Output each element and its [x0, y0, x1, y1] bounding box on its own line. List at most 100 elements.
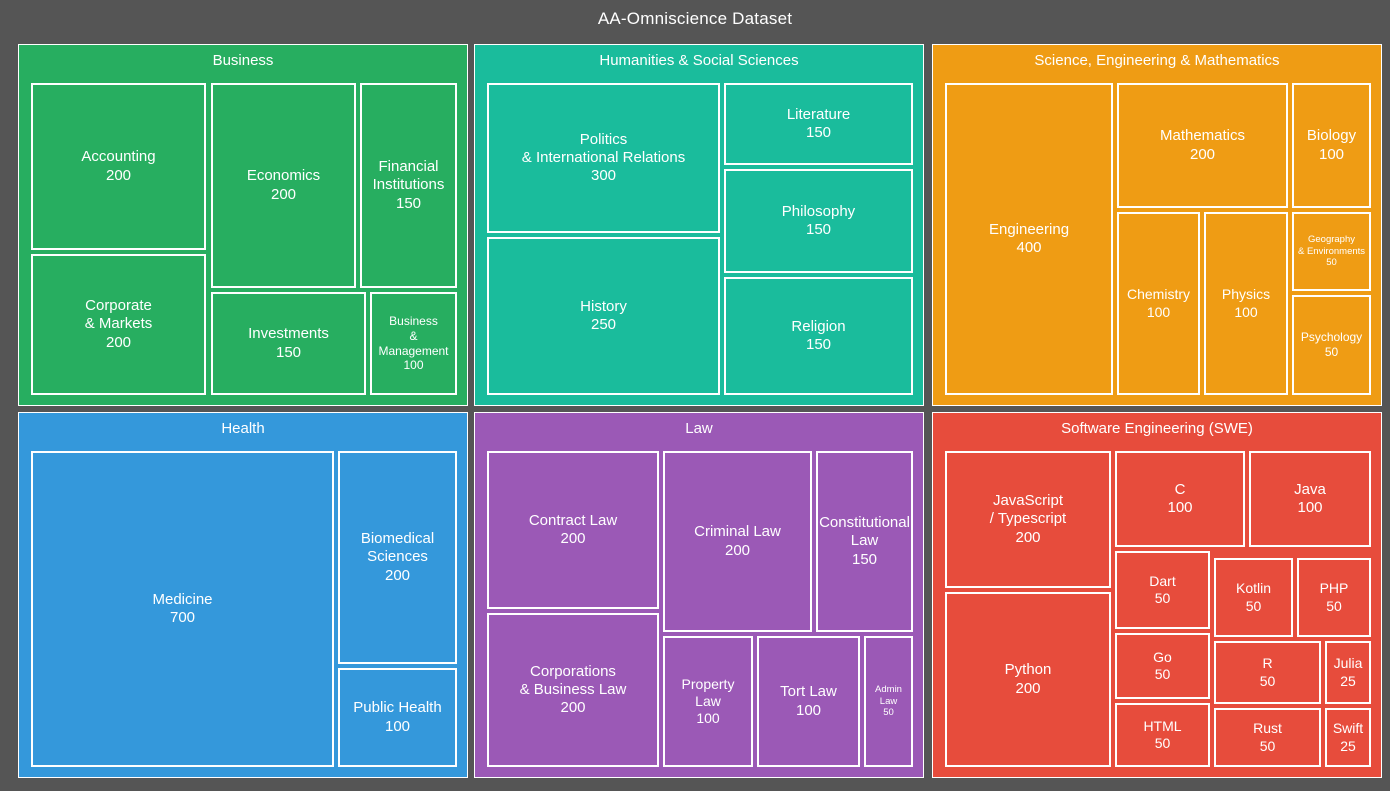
cell-label: Investments — [248, 325, 329, 343]
cell-value: 100 — [1234, 303, 1258, 320]
cell-value: 200 — [1189, 145, 1216, 163]
cell-label: PHP — [1319, 580, 1349, 597]
cell-value: 100 — [1167, 499, 1193, 516]
cell-value: 200 — [724, 541, 751, 559]
cell-value: 100 — [403, 358, 424, 373]
cell-label: Criminal Law — [694, 523, 781, 541]
cell-value: 50 — [883, 707, 894, 719]
cell-label: C — [1174, 480, 1186, 498]
cell-value: 200 — [384, 566, 411, 584]
cell-label: Geography & Environments — [1297, 234, 1366, 257]
cell-value: 150 — [805, 336, 832, 353]
treemap-group-swe[interactable]: Software Engineering (SWE) JavaScript / T… — [932, 412, 1382, 778]
group-title-swe: Software Engineering (SWE) — [1061, 419, 1253, 437]
group-title-health: Health — [221, 419, 265, 437]
cell-value: 100 — [384, 717, 411, 735]
cell-label: Accounting — [81, 148, 156, 166]
cell-label: Financial Institutions — [372, 158, 445, 194]
cell-label: Politics & International Relations — [521, 130, 686, 166]
cell-label: Swift — [1332, 720, 1364, 737]
cell-value: 25 — [1340, 737, 1356, 754]
cell-value: 200 — [105, 333, 132, 351]
cell-value: 50 — [1259, 672, 1276, 689]
cell-value: 100 — [696, 710, 720, 727]
cell-value: 200 — [1015, 679, 1041, 697]
cell-label: JavaScript / Typescript — [989, 492, 1067, 528]
cell-value: 25 — [1340, 672, 1356, 689]
cell-value: 150 — [395, 194, 422, 212]
cell-value: 200 — [560, 530, 586, 547]
cell-label: Engineering — [988, 220, 1070, 238]
cell-label: Contract Law — [528, 511, 618, 529]
cell-value: 100 — [1318, 145, 1345, 163]
cell-label: Economics — [246, 167, 321, 185]
cell-value: 50 — [1259, 737, 1276, 754]
cell-value: 50 — [1326, 257, 1337, 269]
cell-label: Psychology — [1300, 330, 1363, 345]
cell-label: Julia — [1333, 655, 1363, 672]
cell-label: HTML — [1143, 717, 1182, 734]
cell-value: 100 — [1297, 499, 1323, 516]
cell-label: Corporate & Markets — [84, 297, 153, 333]
cell-label: Constitutional Law — [819, 514, 910, 550]
cell-label: R — [1262, 655, 1273, 672]
cell-label: Business & Management — [378, 314, 449, 358]
cell-label: Admin Law — [875, 684, 902, 707]
cell-label: Rust — [1253, 720, 1282, 737]
cell-value: 400 — [1016, 239, 1042, 256]
cell-value: 700 — [169, 609, 196, 626]
cell-value: 100 — [795, 701, 822, 719]
group-title-science: Science, Engineering & Mathematics — [1034, 51, 1280, 69]
page-title: AA-Omniscience Dataset — [597, 9, 793, 28]
cell-value: 150 — [805, 221, 832, 238]
